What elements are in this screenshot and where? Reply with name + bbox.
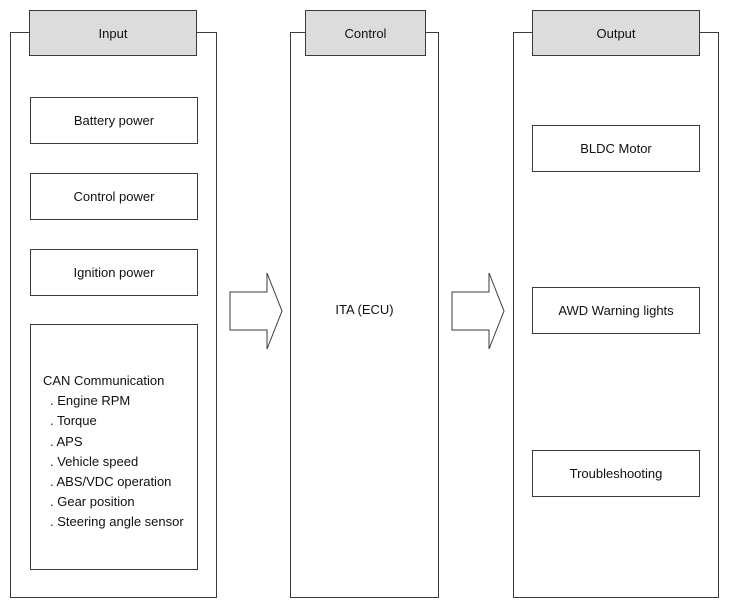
control-power-box: Control power bbox=[30, 173, 198, 220]
awd-warning-lights-box: AWD Warning lights bbox=[532, 287, 700, 334]
control-panel bbox=[290, 32, 439, 598]
can-list: CAN Communication . Engine RPM . Torque … bbox=[43, 371, 184, 533]
ignition-power-box: Ignition power bbox=[30, 249, 198, 296]
can-item-gear-position: . Gear position bbox=[50, 494, 135, 510]
battery-power-box: Battery power bbox=[30, 97, 198, 144]
arrow-input-to-control-icon bbox=[229, 272, 283, 350]
control-title: Control bbox=[305, 10, 426, 56]
output-title: Output bbox=[532, 10, 700, 56]
can-heading: CAN Communication bbox=[43, 373, 165, 388]
input-title: Input bbox=[29, 10, 197, 56]
control-ecu-label: ITA (ECU) bbox=[335, 302, 394, 317]
can-item-aps: . APS bbox=[50, 433, 83, 449]
can-item-steering-angle: . Steering angle sensor bbox=[50, 514, 184, 530]
arrow-control-to-output-icon bbox=[451, 272, 505, 350]
bldc-motor-box: BLDC Motor bbox=[532, 125, 700, 172]
can-item-torque: . Torque bbox=[50, 413, 97, 429]
troubleshooting-box: Troubleshooting bbox=[532, 450, 700, 497]
can-item-vehicle-speed: . Vehicle speed bbox=[50, 453, 139, 469]
can-item-engine-rpm: . Engine RPM bbox=[50, 393, 131, 409]
can-communication-box: CAN Communication . Engine RPM . Torque … bbox=[30, 324, 198, 570]
can-item-abs-vdc: . ABS/VDC operation bbox=[50, 474, 172, 490]
